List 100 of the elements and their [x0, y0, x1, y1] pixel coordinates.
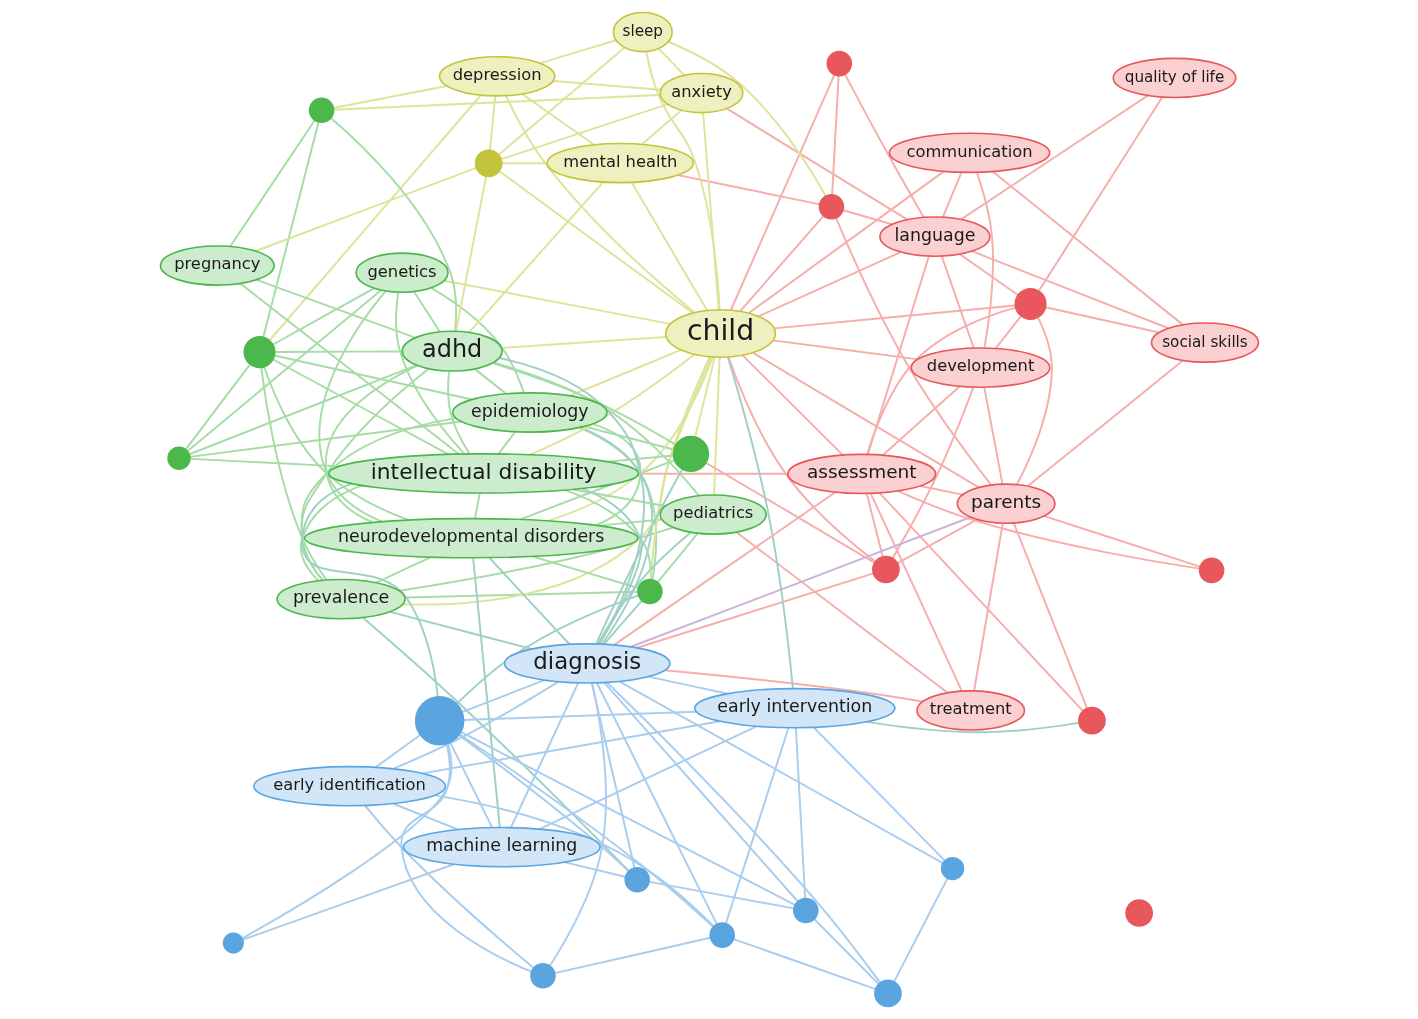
node-ellipse: communication	[888, 132, 1050, 174]
connector	[401, 356, 712, 606]
node-circle	[940, 856, 964, 881]
connector	[329, 117, 457, 333]
connector	[666, 40, 827, 197]
node-ellipse: child	[664, 308, 776, 359]
connector	[454, 175, 487, 333]
connector	[552, 79, 661, 91]
node-ellipse: genetics	[354, 252, 449, 294]
node-ellipse: sleep	[612, 11, 673, 53]
connector	[255, 278, 416, 339]
connector	[892, 877, 948, 983]
node-ellipse: machine learning	[402, 826, 601, 868]
connector	[577, 426, 657, 581]
node-circle	[873, 979, 902, 1008]
connector	[430, 287, 525, 394]
node-circle	[242, 336, 276, 369]
connector	[1015, 316, 1053, 486]
connector	[467, 181, 604, 334]
connector	[455, 594, 639, 705]
node-ellipse: anxiety	[658, 72, 744, 114]
connector	[602, 599, 643, 646]
connector	[581, 487, 642, 645]
connector	[751, 351, 980, 489]
connector	[498, 357, 645, 645]
connector	[499, 103, 668, 161]
connector	[727, 356, 876, 563]
connector	[629, 516, 971, 648]
node-ellipse: diagnosis	[503, 643, 671, 684]
connector	[187, 364, 417, 456]
connector	[400, 742, 532, 973]
node-ellipse: language	[878, 216, 991, 258]
node-circle	[308, 97, 334, 124]
connector	[724, 727, 789, 925]
connector	[635, 572, 874, 649]
node-ellipse: assessment	[786, 453, 936, 495]
connector	[918, 484, 963, 496]
connector	[241, 863, 455, 941]
node-circle	[672, 435, 709, 473]
node-circle	[871, 555, 900, 584]
connector	[881, 385, 960, 456]
node-ellipse: development	[910, 347, 1051, 388]
connector	[457, 734, 629, 873]
connector	[500, 336, 667, 349]
connector	[448, 741, 493, 829]
connector	[471, 557, 501, 829]
connector	[594, 468, 683, 645]
connector	[958, 253, 1019, 297]
connector	[896, 490, 1200, 570]
node-ellipse: epidemiology	[451, 392, 608, 433]
connector	[473, 368, 507, 395]
connector	[656, 532, 699, 584]
connector	[538, 725, 757, 830]
connector	[771, 339, 919, 361]
connector	[433, 794, 715, 928]
connector	[1012, 522, 1088, 710]
node-circle	[636, 578, 663, 605]
connector	[299, 417, 457, 582]
connector	[725, 107, 908, 221]
connector	[866, 255, 930, 456]
connector	[982, 386, 1003, 485]
connector	[1042, 515, 1201, 568]
node-ellipse: social skills	[1150, 322, 1259, 363]
node-ellipse: neurodevelopmental disorders	[303, 517, 639, 559]
connector	[188, 420, 462, 458]
connector	[812, 726, 945, 862]
connector	[630, 181, 708, 312]
connector	[488, 95, 496, 152]
node-circle	[474, 149, 502, 178]
connector	[693, 356, 716, 438]
connector	[363, 804, 535, 969]
connector	[473, 492, 481, 520]
connector	[271, 358, 449, 456]
node-ellipse: early intervention	[693, 687, 896, 729]
connector	[497, 170, 693, 314]
connector	[487, 556, 570, 645]
node-circle	[826, 50, 852, 77]
node-circle	[623, 866, 650, 893]
node-circle	[792, 897, 819, 924]
connector	[228, 119, 316, 248]
connector	[261, 120, 320, 339]
connector	[843, 73, 925, 219]
connector	[640, 109, 682, 146]
connector	[546, 356, 714, 522]
node-ellipse: adhd	[400, 330, 503, 372]
connector	[458, 733, 714, 928]
connector	[459, 730, 796, 906]
connector	[1037, 96, 1163, 292]
connector	[891, 386, 974, 560]
connector	[374, 556, 431, 584]
connector	[649, 356, 710, 581]
connector	[538, 39, 617, 65]
connector	[841, 209, 893, 226]
connector	[185, 289, 382, 453]
connector	[772, 304, 1016, 330]
connector	[940, 255, 975, 349]
connector	[392, 680, 559, 770]
connector	[726, 356, 794, 690]
connector	[446, 370, 470, 455]
connector	[460, 679, 545, 714]
